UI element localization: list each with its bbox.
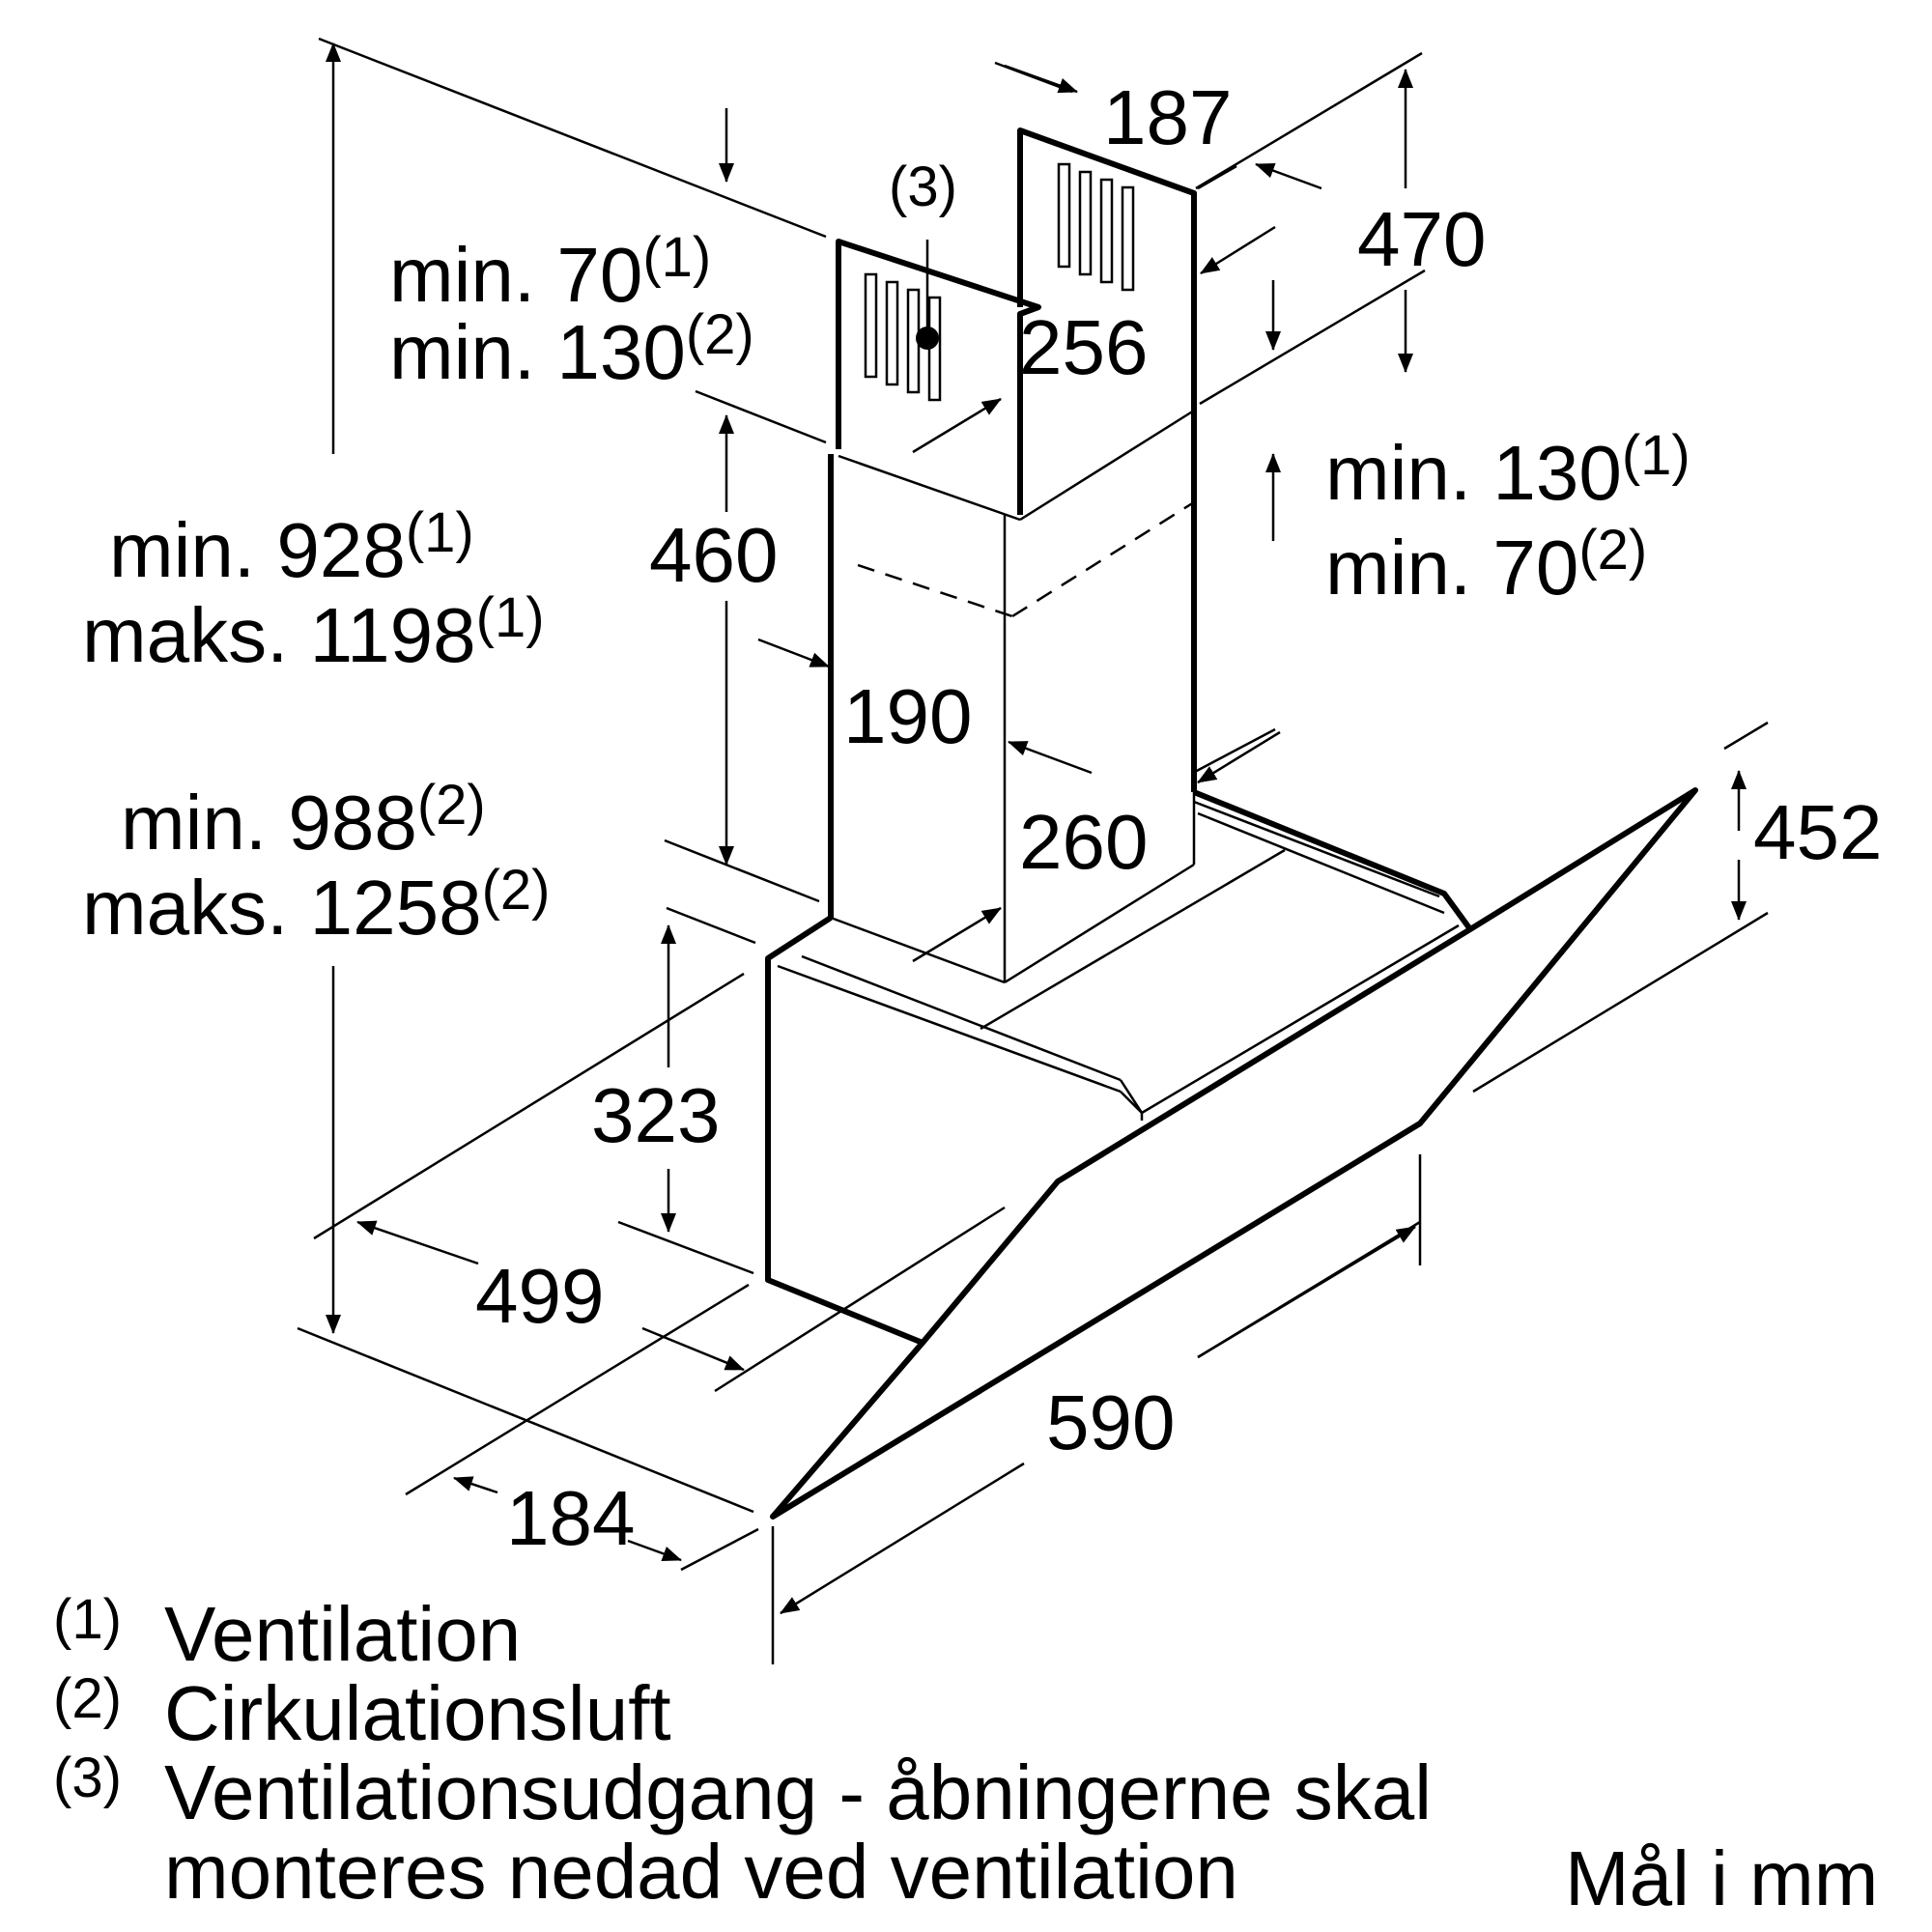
vent-grille-right — [1057, 162, 1135, 292]
extension-lines — [297, 37, 1769, 1664]
units-note: Mål i mm — [1565, 1835, 1879, 1921]
dim-lower-depth: 260 — [1019, 799, 1149, 885]
arrow-260-left — [912, 906, 1002, 963]
dim-upper-height: 460 — [649, 512, 779, 598]
outlet-marker: (3) — [889, 156, 957, 218]
arrow-499-left — [356, 1220, 479, 1265]
dim-front-height: 323 — [591, 1072, 721, 1158]
legend-marker-3: (3) — [53, 1747, 122, 1809]
dim-top-height: 470 — [1357, 196, 1487, 282]
top-clearance-vent: min. 70(1) — [389, 226, 712, 318]
arrow-256-right — [1200, 225, 1276, 275]
dim-lower-width: 190 — [843, 673, 973, 759]
telescope-overlap — [857, 500, 1195, 618]
dim-upper-depth: 256 — [1019, 304, 1149, 390]
dim-front-depth: 184 — [506, 1475, 636, 1561]
arrow-190-left — [757, 638, 830, 668]
vent-outlet-dot — [916, 327, 939, 350]
dim-top-width: 187 — [1103, 74, 1233, 160]
arrow-590-left — [780, 1462, 1025, 1615]
dim-hood-width: 590 — [1046, 1379, 1176, 1465]
arrow-187-right — [1255, 162, 1322, 190]
overall-height-recirc-max: maks. 1258(2) — [82, 859, 551, 951]
legend-text-3: Ventilationsudgang - åbningerne skal — [164, 1749, 1433, 1835]
overall-height-recirc-min: min. 988(2) — [121, 774, 486, 866]
overall-height-vent-max: maks. 1198(1) — [82, 586, 545, 678]
arrow-256-left — [912, 397, 1002, 454]
hood-details — [777, 409, 1460, 1121]
arrow-184-left — [453, 1476, 498, 1494]
legend-text-1: Ventilation — [164, 1591, 522, 1677]
hood-body-back — [1192, 789, 1473, 931]
upper-chimney-left — [836, 239, 1041, 515]
legend-text-3-cont: monteres nedad ved ventilation — [164, 1829, 1238, 1915]
hood-body-left — [765, 915, 924, 1346]
bottom-clearance-vent: min. 130(1) — [1325, 424, 1690, 516]
glass-canopy — [770, 787, 1698, 1520]
dim-body-depth: 499 — [475, 1253, 605, 1339]
hood-outline — [765, 128, 1698, 1520]
dimension-arrows — [326, 43, 1747, 1615]
dim-hood-height: 452 — [1753, 789, 1883, 875]
arrow-184-right — [627, 1539, 682, 1562]
arrow-260-right — [1197, 730, 1281, 784]
bottom-clearance-recirc: min. 70(2) — [1325, 519, 1648, 611]
legend-text-2: Cirkulationsluft — [164, 1670, 671, 1756]
upper-chimney-right — [1017, 128, 1197, 412]
arrow-187-left — [1004, 64, 1078, 94]
overall-height-vent-min: min. 928(1) — [109, 501, 474, 593]
legend-marker-2: (2) — [53, 1667, 122, 1730]
top-clearance-recirc: min. 130(2) — [389, 303, 754, 395]
arrow-190-right — [1008, 740, 1093, 775]
arrow-499-right — [641, 1326, 745, 1372]
legend-marker-1: (1) — [53, 1588, 122, 1651]
arrow-590-right — [1197, 1225, 1416, 1359]
